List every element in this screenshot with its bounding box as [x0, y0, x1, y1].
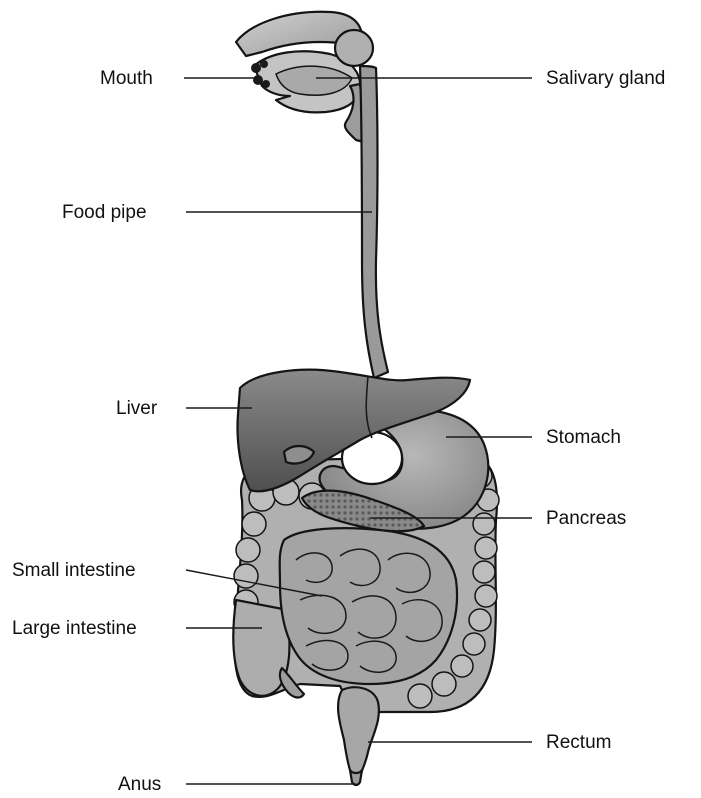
salivary-gland-shape	[335, 30, 373, 66]
label-anus: Anus	[118, 774, 161, 795]
label-stomach: Stomach	[546, 427, 621, 448]
small-intestine-shape	[280, 528, 457, 684]
label-small-intestine: Small intestine	[12, 560, 136, 581]
label-mouth: Mouth	[100, 68, 153, 89]
label-liver: Liver	[116, 398, 158, 419]
food-pipe-tube	[360, 66, 388, 378]
label-pancreas: Pancreas	[546, 508, 626, 529]
head-section	[236, 12, 373, 142]
rectum-shape	[338, 687, 379, 776]
label-rectum: Rectum	[546, 732, 611, 753]
label-salivary-gland: Salivary gland	[546, 68, 665, 89]
anus-shape	[350, 770, 362, 785]
label-large-intestine: Large intestine	[12, 618, 137, 639]
label-food-pipe: Food pipe	[62, 202, 147, 223]
